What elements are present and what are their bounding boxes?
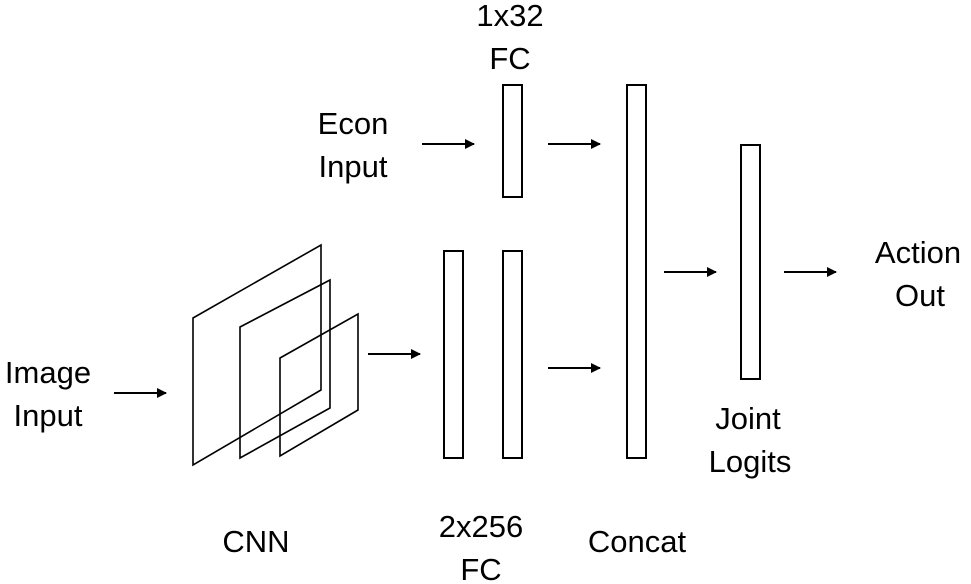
cnn-plane-2 — [239, 278, 331, 460]
image-input-label-line2: Input — [14, 398, 83, 433]
action-out-label-line1: Action — [875, 235, 961, 270]
fc-32-layer — [502, 84, 523, 198]
fc-1x32-label-line2: FC — [489, 41, 530, 76]
econ-input-label-line1: Econ — [318, 106, 389, 141]
cnn-plane-1 — [192, 243, 322, 467]
action-out-label-line2: Out — [895, 278, 945, 313]
concat-layer — [626, 84, 647, 459]
joint-logits-label-line1: Joint — [715, 401, 781, 436]
joint-logits-label-line2: Logits — [709, 444, 792, 479]
fc-256-layer-2 — [502, 250, 523, 459]
fc-256-layer-1 — [443, 250, 464, 459]
joint-logits-layer — [740, 144, 761, 380]
fc-1x32-label-line1: 1x32 — [476, 0, 543, 33]
cnn-plane-3 — [279, 312, 359, 458]
econ-input-label-line2: Input — [319, 149, 388, 184]
cnn-block — [192, 243, 359, 467]
concat-label: Concat — [588, 524, 687, 559]
fc-2x256-label-line1: 2x256 — [439, 509, 523, 544]
fc-2x256-label-line2: FC — [460, 552, 501, 584]
cnn-label: CNN — [222, 524, 289, 559]
image-input-label-line1: Image — [5, 355, 91, 390]
